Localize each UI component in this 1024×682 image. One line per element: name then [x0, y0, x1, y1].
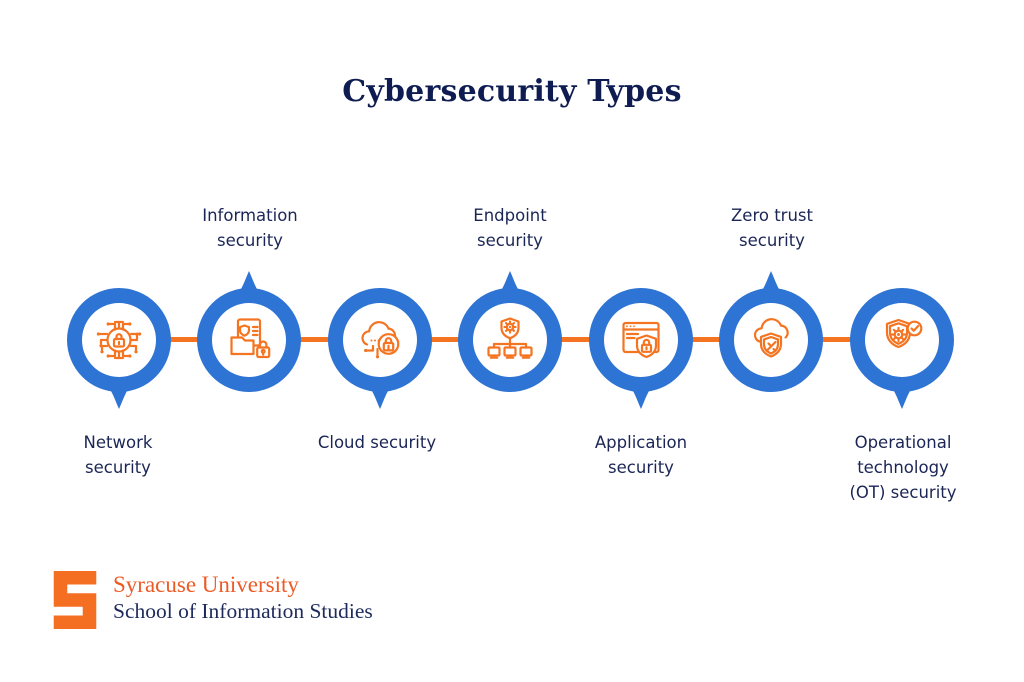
- marker-cloud-security: [322, 278, 438, 412]
- marker-application-security: [583, 278, 699, 412]
- syracuse-s-icon: [53, 571, 97, 629]
- school-name: School of Information Studies: [113, 599, 373, 623]
- endpoint-security-icon: [487, 317, 533, 359]
- label-information-security: Information security: [202, 206, 298, 250]
- label-operational-technology-security: Operational technology (OT) security: [849, 433, 957, 502]
- network-security-icon: [96, 320, 142, 360]
- page-title: Cybersecurity Types: [342, 74, 682, 109]
- label-network-security: Network security: [83, 433, 153, 477]
- syracuse-logo: Syracuse University School of Informatio…: [51, 571, 373, 629]
- label-zero-trust-security: Zero trust security: [731, 206, 813, 250]
- marker-operational-technology-security: [844, 278, 960, 412]
- label-application-security: Application security: [594, 433, 688, 477]
- label-endpoint-security: Endpoint security: [473, 206, 547, 250]
- marker-network-security: [61, 278, 177, 412]
- institution-name: Syracuse University: [113, 572, 299, 597]
- zero-trust-security-icon: [753, 318, 789, 358]
- operational-technology-security-icon: [885, 318, 923, 349]
- information-security-icon: [230, 318, 271, 359]
- application-security-icon: [622, 321, 660, 359]
- marker-information-security: [191, 268, 307, 402]
- marker-zero-trust-security: [713, 268, 829, 402]
- label-cloud-security: Cloud security: [317, 433, 437, 452]
- marker-endpoint-security: [452, 268, 568, 402]
- cloud-security-icon: [361, 321, 400, 359]
